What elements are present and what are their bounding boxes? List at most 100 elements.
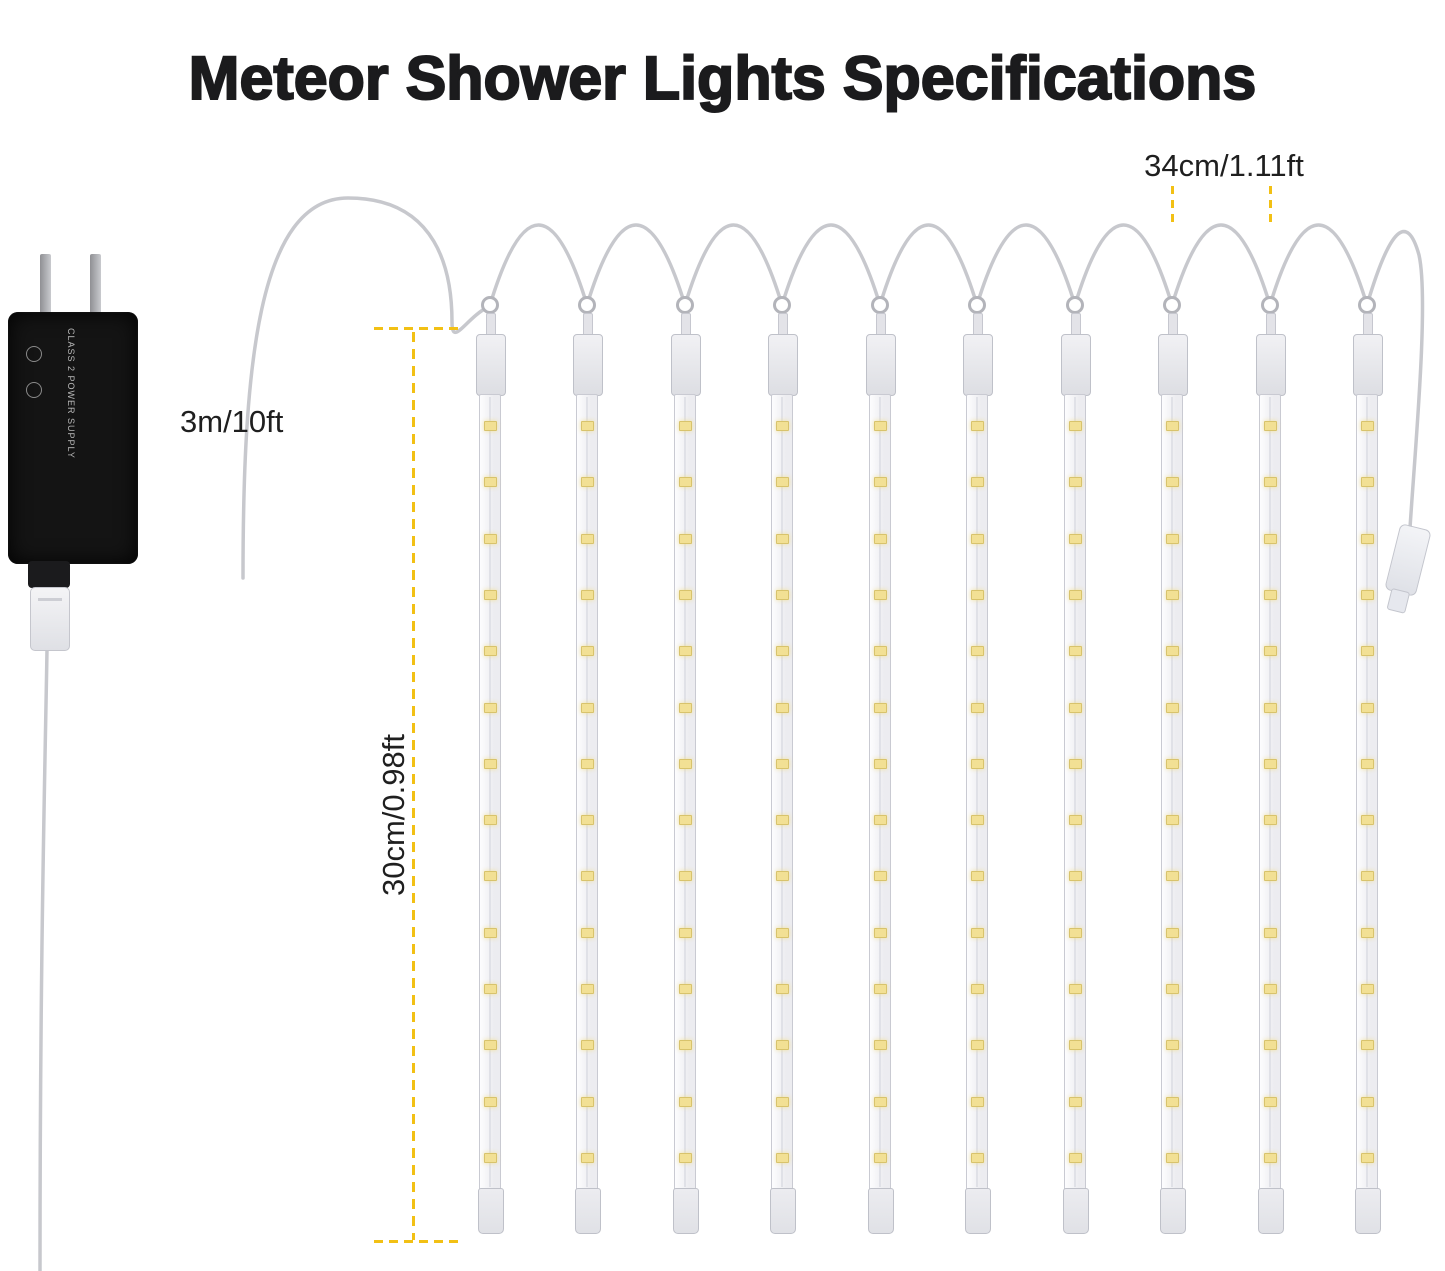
led-chip-icon [971,702,984,713]
led-chip-icon [484,815,497,826]
led-chip-icon [1166,1152,1179,1163]
adapter-body: CLASS 2 POWER SUPPLY [8,312,138,564]
led-chip-icon [971,421,984,431]
led-chip-icon [776,984,789,994]
tube-body [771,394,793,1190]
led-chip-icon [1069,1096,1082,1107]
tube-top-cap [573,334,603,396]
led-chip-icon [1166,533,1179,544]
led-chip-icon [971,1152,984,1163]
led-chip-icon [1361,477,1374,488]
led-chip-icon [1166,1040,1179,1051]
led-chip-icon [484,758,497,769]
certification-mark-icon [26,382,42,398]
led-chip-icon [971,1096,984,1107]
led-chip-icon [581,1096,594,1107]
led-chip-icon [581,984,594,994]
led-chip-icon [679,815,692,826]
led-chip-icon [971,871,984,882]
led-chip-icon [484,984,497,994]
tube-top-cap [1256,334,1286,396]
tube-top-cap [1061,334,1091,396]
led-chip-icon [581,589,594,600]
light-tube [1157,296,1188,1236]
led-chip-icon [874,533,887,544]
tube-top-cap [768,334,798,396]
led-chip-icon [776,702,789,713]
led-chip-icon [971,1040,984,1051]
led-chip-icon [679,533,692,544]
led-chip-icon [581,871,594,882]
led-chip-icon [971,477,984,488]
led-chip-icon [971,984,984,994]
led-strip [1074,397,1076,1187]
tube-top-cap [476,334,506,396]
light-tube [1352,296,1383,1236]
tube-bottom-cap [478,1188,504,1234]
led-chip-icon [1166,646,1179,657]
led-chip-icon [581,477,594,488]
led-chip-icon [1166,758,1179,769]
led-chip-icon [1069,646,1082,657]
end-connector-tip [1386,587,1411,614]
led-chip-icon [484,1152,497,1163]
led-chip-icon [581,533,594,544]
led-chip-icon [1069,702,1082,713]
light-tube [1255,296,1286,1236]
led-chip-icon [1361,927,1374,938]
led-chip-icon [1069,815,1082,826]
led-chip-icon [776,1096,789,1107]
led-chip-icon [581,758,594,769]
led-chip-icon [1166,477,1179,488]
led-chip-icon [1361,871,1374,882]
led-chip-icon [1069,927,1082,938]
led-chip-icon [971,646,984,657]
led-chip-icon [484,1040,497,1051]
hanging-ring-icon [1066,296,1084,314]
end-connector [1384,523,1432,614]
led-chip-icon [1166,589,1179,600]
led-chip-icon [679,758,692,769]
led-chip-icon [1361,1040,1374,1051]
tube-top-cap [1158,334,1188,396]
led-chip-icon [679,589,692,600]
tube-bottom-cap [965,1188,991,1234]
led-chip-icon [874,1096,887,1107]
led-chip-icon [1264,1040,1277,1051]
led-chip-icon [1069,984,1082,994]
tube-spacing-label: 34cm/1.11ft [1144,148,1304,183]
led-chip-icon [776,421,789,431]
led-chip-icon [484,477,497,488]
led-chip-icon [484,702,497,713]
led-strip [976,397,978,1187]
led-chip-icon [1069,477,1082,488]
led-chip-icon [1069,421,1082,431]
led-chip-icon [1361,589,1374,600]
led-chip-icon [1069,589,1082,600]
hanging-ring-icon [968,296,986,314]
led-chip-icon [1069,533,1082,544]
led-strip [879,397,881,1187]
led-strip [684,397,686,1187]
tube-top-cap [671,334,701,396]
tube-bottom-cap [1160,1188,1186,1234]
led-chip-icon [1361,758,1374,769]
led-chip-icon [581,421,594,431]
led-chip-icon [971,815,984,826]
led-chip-icon [1361,1096,1374,1107]
led-chip-icon [1361,702,1374,713]
page-title: Meteor Shower Lights Specifications [188,43,1258,113]
led-chip-icon [1361,984,1374,994]
led-chip-icon [1361,533,1374,544]
led-chip-icon [874,589,887,600]
led-chip-icon [874,646,887,657]
hanging-ring-icon [676,296,694,314]
led-chip-icon [1264,421,1277,431]
led-chip-icon [484,927,497,938]
led-chip-icon [776,1040,789,1051]
led-chip-icon [874,871,887,882]
hanging-ring-icon [1358,296,1376,314]
led-chip-icon [1264,533,1277,544]
led-chip-icon [484,421,497,431]
